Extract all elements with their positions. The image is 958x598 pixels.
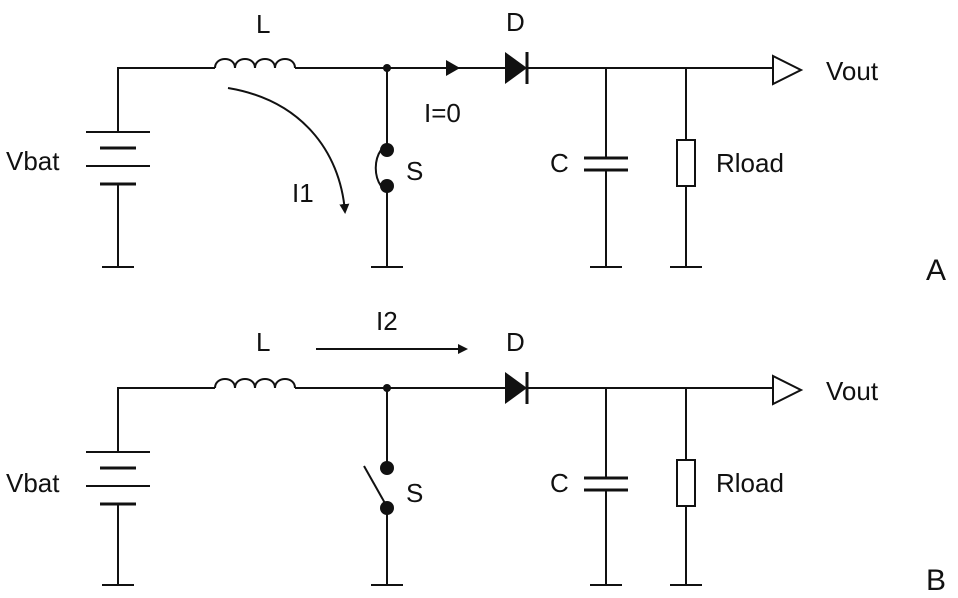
inductor-a (214, 58, 296, 69)
label-load-b: Rload (716, 468, 784, 498)
switch-closed-a (374, 143, 394, 193)
label-current-top-b: I2 (376, 306, 398, 336)
load-resistor-b (676, 459, 696, 507)
arrow-current-diode-a (446, 60, 460, 76)
battery-a (86, 131, 150, 186)
label-battery-a: Vbat (6, 146, 60, 176)
panel-label-a: A (926, 254, 946, 287)
label-current-inductor-a: I1 (292, 178, 314, 208)
capacitor-b (584, 476, 628, 492)
output-terminal-a (772, 54, 804, 86)
inductor-b (214, 378, 296, 389)
arrow-current-inductor-a (227, 87, 350, 214)
label-battery-b: Vbat (6, 468, 60, 498)
wire-left-top-b (117, 387, 215, 452)
label-diode-b: D (506, 327, 525, 357)
label-capacitor-b: C (550, 468, 569, 498)
output-terminal-b (772, 374, 804, 406)
switch-open-b (363, 461, 394, 515)
label-output-b: Vout (826, 376, 879, 406)
label-switch-a: S (406, 156, 423, 186)
label-load-a: Rload (716, 148, 784, 178)
label-switch-b: S (406, 478, 423, 508)
panel-label-b: B (926, 564, 946, 597)
battery-b (86, 451, 150, 506)
circuit-a: L D Vout Vbat S I=0 I1 C Rload A (6, 7, 946, 287)
diode-b (505, 372, 529, 404)
wire-left-top-a (117, 67, 215, 132)
circuit-b: L D I2 Vout Vbat S C Rload B (6, 306, 946, 597)
load-resistor-a (676, 139, 696, 187)
label-inductor-b: L (256, 327, 270, 357)
label-inductor-a: L (256, 9, 270, 39)
capacitor-a (584, 156, 628, 172)
label-diode-a: D (506, 7, 525, 37)
label-output-a: Vout (826, 56, 879, 86)
label-capacitor-a: C (550, 148, 569, 178)
label-current-diode-a: I=0 (424, 98, 461, 128)
diode-a (505, 52, 529, 84)
